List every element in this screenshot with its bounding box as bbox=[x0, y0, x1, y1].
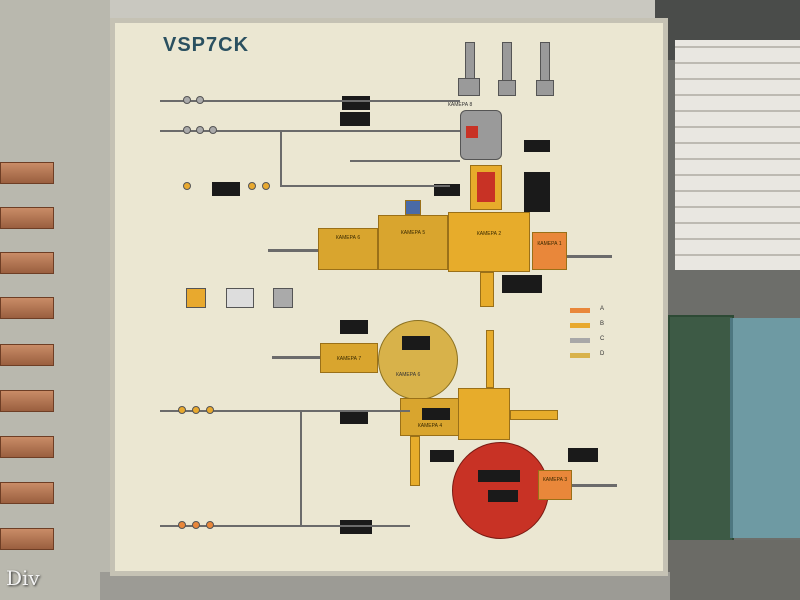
valve-icon bbox=[209, 126, 217, 134]
connector bbox=[510, 410, 558, 420]
legend-label-c: C bbox=[600, 336, 605, 342]
stack-base bbox=[458, 78, 480, 96]
chamber: КАМЕРА 5 bbox=[378, 215, 448, 270]
gas-line bbox=[160, 525, 410, 527]
legend-swatch-a bbox=[570, 308, 590, 313]
display-box bbox=[340, 410, 368, 424]
valve-icon bbox=[178, 406, 186, 414]
valve-icon bbox=[183, 126, 191, 134]
valve-icon bbox=[248, 182, 256, 190]
display-box bbox=[488, 490, 518, 502]
valve-icon bbox=[262, 182, 270, 190]
brick-wall bbox=[675, 40, 800, 270]
copper-busbar bbox=[0, 528, 54, 550]
red-indicator bbox=[466, 126, 478, 138]
display-box bbox=[342, 96, 370, 110]
gas-line bbox=[300, 410, 302, 525]
display-box bbox=[402, 336, 430, 350]
pipe bbox=[572, 484, 617, 487]
chamber: КАМЕРА 7 bbox=[320, 343, 378, 373]
copper-busbar bbox=[0, 390, 54, 412]
display-box bbox=[340, 520, 372, 534]
watermark: Div bbox=[6, 566, 40, 590]
display-box bbox=[340, 320, 368, 334]
copper-busbar bbox=[0, 482, 54, 504]
pipe bbox=[268, 249, 318, 252]
connector bbox=[480, 272, 494, 307]
connector bbox=[486, 330, 494, 388]
chamber: КАМЕРА 6 bbox=[318, 228, 378, 270]
round-chamber bbox=[378, 320, 458, 400]
gas-line bbox=[160, 130, 460, 132]
copper-busbar bbox=[0, 252, 54, 274]
copper-busbar bbox=[0, 436, 54, 458]
gas-line bbox=[280, 185, 450, 187]
connector bbox=[410, 436, 420, 486]
red-indicator bbox=[477, 172, 495, 202]
transfer-hub bbox=[458, 388, 510, 440]
display-box bbox=[212, 182, 240, 196]
legend-label-a: A bbox=[600, 306, 605, 312]
gas-line bbox=[350, 160, 460, 162]
display-box bbox=[524, 172, 550, 212]
cabinet-door bbox=[730, 318, 800, 538]
legend-swatch-d bbox=[570, 353, 590, 358]
gas-stack bbox=[465, 42, 475, 82]
legend-label-b: B bbox=[600, 321, 605, 327]
copper-busbar bbox=[0, 162, 54, 184]
mode-switch-icon[interactable] bbox=[273, 288, 293, 308]
stack-base bbox=[536, 80, 554, 96]
valve-icon bbox=[192, 406, 200, 414]
panel-title: VSP7CK bbox=[163, 34, 250, 56]
copper-busbar bbox=[0, 207, 54, 229]
mode-switch-icon[interactable] bbox=[226, 288, 254, 308]
valve-block bbox=[405, 200, 421, 215]
display-box bbox=[340, 112, 370, 126]
valve-icon bbox=[196, 96, 204, 104]
chamber: КАМЕРА 3 bbox=[538, 470, 572, 500]
chamber-label: КАМЕРА 6 bbox=[396, 372, 421, 378]
binder-shelf bbox=[668, 315, 734, 544]
copper-busbar bbox=[0, 344, 54, 366]
display-box bbox=[524, 140, 550, 152]
display-box bbox=[502, 275, 542, 293]
legend-swatch-b bbox=[570, 323, 590, 328]
display-box bbox=[568, 448, 598, 462]
valve-icon bbox=[196, 126, 204, 134]
copper-busbar bbox=[0, 297, 54, 319]
gas-line bbox=[280, 130, 282, 185]
mode-switch-icon[interactable] bbox=[186, 288, 206, 308]
valve-icon bbox=[183, 96, 191, 104]
gas-line bbox=[160, 100, 460, 102]
valve-icon bbox=[206, 521, 214, 529]
pipe bbox=[272, 356, 320, 359]
gas-stack bbox=[540, 42, 550, 82]
valve-icon bbox=[206, 406, 214, 414]
chamber: КАМЕРА 2 bbox=[448, 212, 530, 272]
display-box bbox=[422, 408, 450, 420]
floor bbox=[660, 540, 800, 600]
valve-icon bbox=[183, 182, 191, 190]
display-box bbox=[434, 184, 460, 196]
wall-top bbox=[110, 0, 670, 22]
display-box bbox=[478, 470, 520, 482]
display-box bbox=[430, 450, 454, 462]
gas-stack bbox=[502, 42, 512, 82]
valve-icon bbox=[192, 521, 200, 529]
cabinet-base bbox=[100, 572, 670, 600]
legend-swatch-c bbox=[570, 338, 590, 343]
gas-line bbox=[160, 410, 410, 412]
legend-label-d: D bbox=[600, 351, 605, 357]
chamber-label: КАМЕРА 8 bbox=[448, 102, 473, 108]
stack-base bbox=[498, 80, 516, 96]
valve-icon bbox=[178, 521, 186, 529]
chamber: КАМЕРА 1 bbox=[532, 232, 567, 270]
pipe bbox=[567, 255, 612, 258]
